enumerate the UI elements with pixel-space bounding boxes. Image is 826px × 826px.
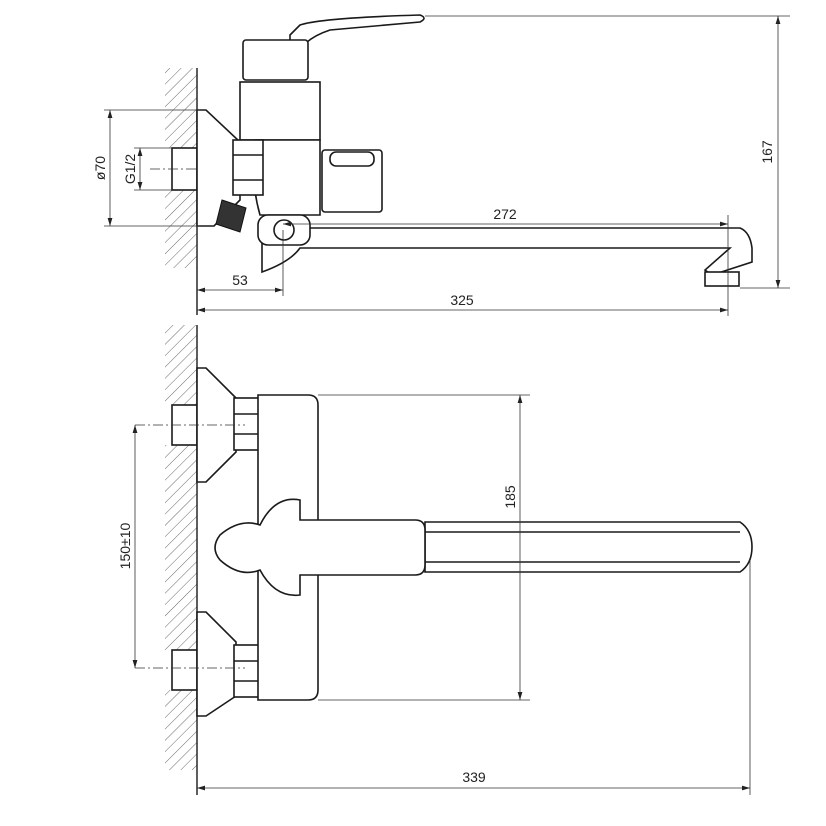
handle-cap (242, 39, 309, 81)
spout-top (424, 521, 753, 573)
dim-label-diameter: ø70 (92, 156, 108, 180)
dim-label-339: 339 (462, 769, 486, 785)
cartridge-housing (239, 81, 321, 141)
shower-outlet (215, 199, 247, 233)
lever-handle (289, 14, 425, 61)
dim-label-185: 185 (502, 485, 518, 509)
wall-hatch-top (165, 68, 197, 148)
dimension-185: 185 (318, 394, 530, 701)
dim-label-325: 325 (450, 292, 474, 308)
dimension-325: 325 (197, 292, 728, 313)
dimension-diameter-70: ø70 (92, 109, 200, 227)
wall-hatch-3 (165, 690, 197, 770)
dim-label-150: 150±10 (117, 522, 133, 569)
dimension-53: 53 (197, 230, 284, 296)
dimension-339: 339 (197, 560, 751, 795)
dim-label-272: 272 (493, 206, 517, 222)
diverter-button (329, 151, 375, 167)
wall-hatch-1 (165, 325, 197, 405)
lever-handle-top (214, 498, 426, 597)
spout (261, 227, 753, 276)
inlet-pipe-lower (171, 649, 198, 691)
aerator (704, 271, 740, 287)
side-view: 167 272 53 325 ø70 G1/2 (92, 14, 790, 316)
wall-hatch-2 (165, 445, 197, 650)
union-nut (232, 139, 264, 196)
dim-label-thread: G1/2 (122, 154, 138, 185)
wall-hatch-bottom (165, 190, 197, 268)
dim-label-167: 167 (759, 140, 775, 164)
flange-lower (196, 611, 237, 717)
top-view: 185 150±10 339 (117, 325, 753, 795)
dimension-150: 150±10 (117, 425, 138, 668)
dimension-272: 272 (283, 206, 729, 316)
nut-upper (233, 397, 261, 451)
dimension-thread: G1/2 (122, 147, 172, 191)
dimension-167: 167 (425, 15, 790, 289)
dim-label-53: 53 (232, 272, 248, 288)
nut-lower (233, 644, 261, 698)
